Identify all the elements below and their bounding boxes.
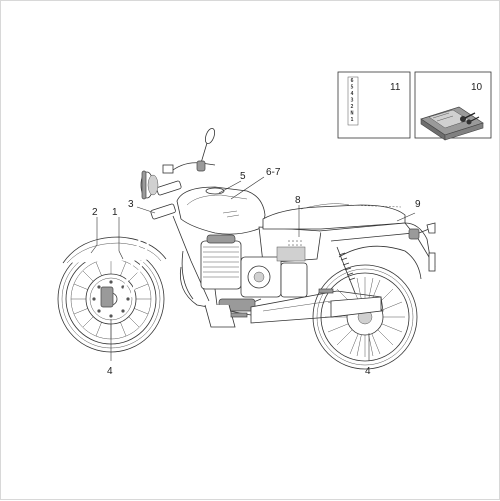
callout-4-front: 4 (107, 366, 113, 377)
gear-label: 6 (351, 78, 354, 84)
handlebar (162, 127, 216, 174)
inset-box-owners-kit: 10 (414, 71, 492, 141)
manual-booklet-icon (420, 106, 484, 141)
callout-5: 5 (240, 171, 246, 182)
callout-10: 10 (471, 82, 483, 93)
callout-9: 9 (415, 199, 421, 210)
headlight (140, 170, 159, 200)
gear-label: 3 (351, 98, 354, 104)
rear-indicator (408, 222, 436, 240)
gear-label: N (351, 111, 354, 117)
front-fender (62, 236, 167, 264)
gear-label: 2 (351, 104, 354, 110)
callout-6-7: 6-7 (266, 167, 281, 178)
callout-2: 2 (92, 207, 98, 218)
leader-lines (90, 176, 416, 361)
rear-wheel (312, 264, 418, 370)
side-cover-panel (258, 226, 322, 264)
key-icon (460, 112, 480, 125)
callout-11: 11 (390, 82, 401, 93)
gear-label: 4 (351, 91, 354, 97)
callout-labels: 2 1 3 4 5 6-7 8 9 4 (92, 167, 421, 377)
license-plate-holder (428, 252, 436, 272)
engine (200, 234, 308, 312)
gear-label: 5 (351, 85, 354, 91)
callout-1: 1 (112, 207, 118, 218)
inset-box-gear-sticker: 6 5 4 3 2 N 1 11 (337, 71, 411, 139)
front-fork (120, 180, 182, 298)
callout-8: 8 (295, 195, 301, 206)
callout-3: 3 (128, 199, 134, 210)
fuel-tank (176, 186, 266, 235)
gear-sticker-labels: 6 5 4 3 2 N 1 (351, 78, 354, 123)
mirror-icon (204, 127, 216, 145)
callout-4-rear: 4 (365, 366, 371, 377)
gear-label: 1 (351, 117, 354, 123)
seat (262, 203, 406, 230)
